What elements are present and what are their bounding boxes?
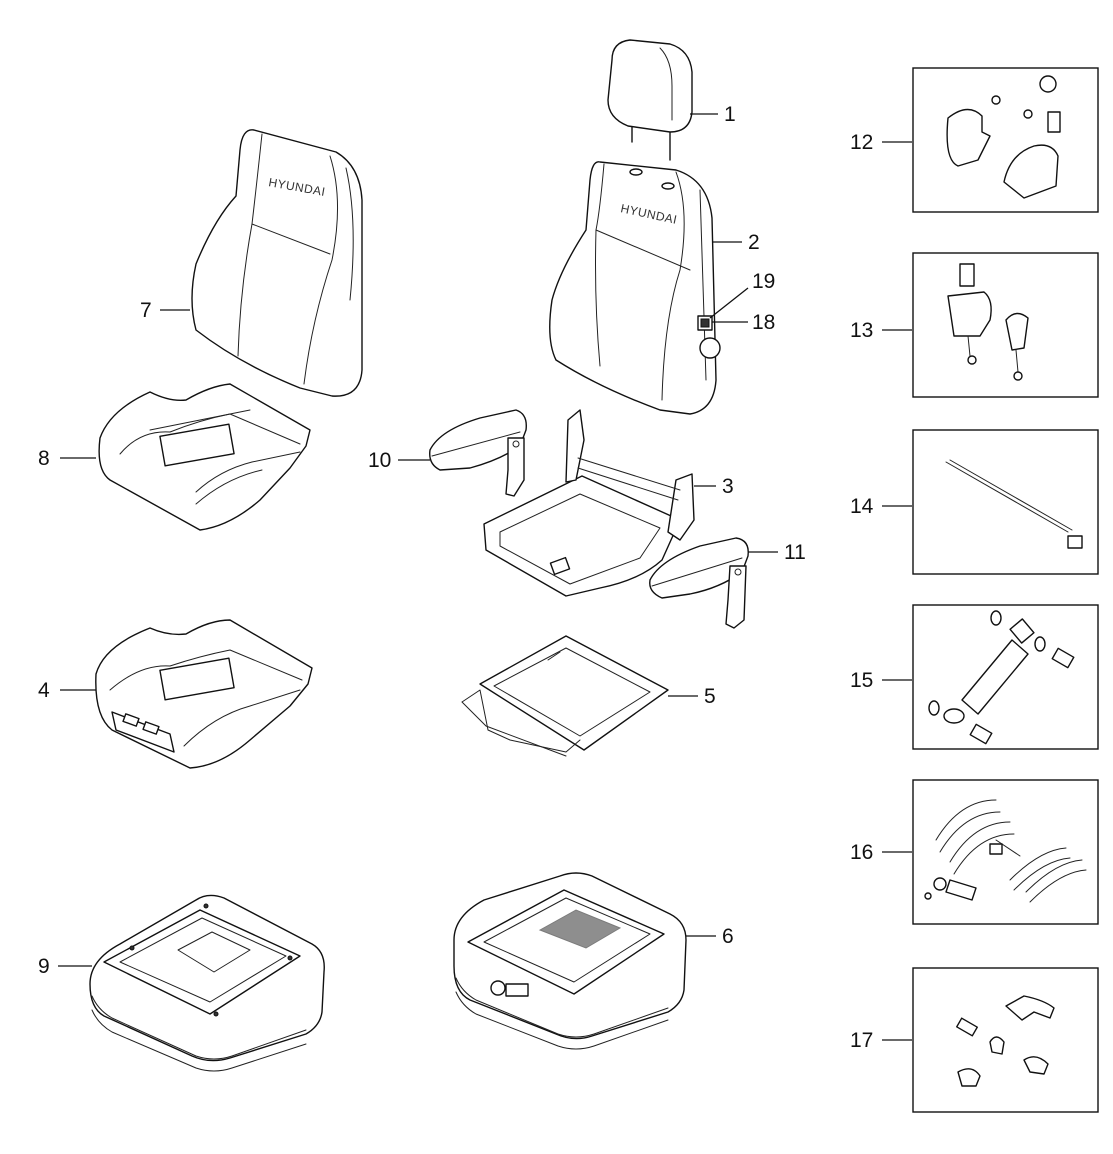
callout-11: 11 <box>784 541 806 564</box>
part-suspension-assembly <box>453 872 687 1050</box>
leader-19 <box>709 287 749 319</box>
callout-12: 12 <box>850 131 873 154</box>
callout-4: 4 <box>38 679 50 702</box>
callout-16: 16 <box>850 841 873 864</box>
callout-3: 3 <box>722 475 734 498</box>
callout-18: 18 <box>752 311 775 334</box>
kit-box-13 <box>912 252 1099 398</box>
callout-10: 10 <box>368 449 391 472</box>
callout-13: 13 <box>850 319 873 342</box>
part-seat-cushion <box>95 619 313 769</box>
callout-6: 6 <box>722 925 734 948</box>
part-suspension-base <box>89 894 325 1072</box>
kit-box-14 <box>912 429 1099 575</box>
part-seat-frame <box>483 409 695 597</box>
part-seat-back: HYUNDAI <box>549 161 721 415</box>
part-seat-cushion-cover <box>98 383 311 531</box>
callout-14: 14 <box>850 495 874 518</box>
callout-17: 17 <box>850 1029 873 1052</box>
kit-box-12 <box>912 67 1099 213</box>
callout-15: 15 <box>850 669 873 692</box>
callout-8: 8 <box>38 447 50 470</box>
part-headrest <box>607 39 693 161</box>
kit-box-17 <box>912 967 1099 1113</box>
callout-19: 19 <box>752 270 775 293</box>
part-armrest-right <box>649 537 749 629</box>
callout-9: 9 <box>38 955 50 978</box>
callout-5: 5 <box>704 685 716 708</box>
part-seat-back-cover: HYUNDAI <box>191 129 363 397</box>
part-armrest-left <box>429 409 527 497</box>
kit-box-16 <box>912 779 1099 925</box>
part-slide-rail-frame <box>461 635 669 757</box>
kit-box-15 <box>912 604 1099 750</box>
callout-1: 1 <box>724 103 736 126</box>
callout-2: 2 <box>748 231 760 254</box>
callout-7: 7 <box>140 299 152 322</box>
